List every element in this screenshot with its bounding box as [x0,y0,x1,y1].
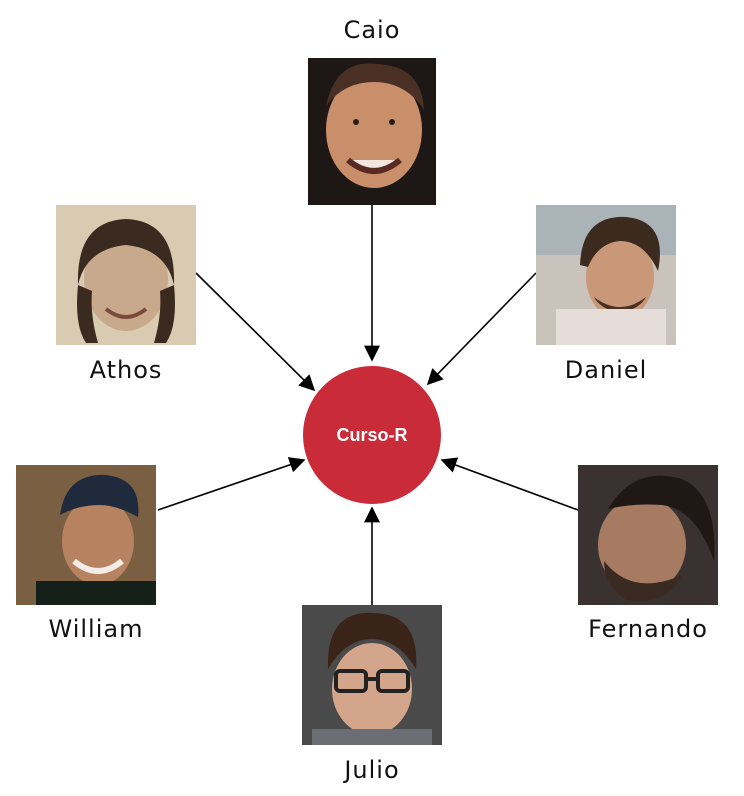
photo-fernando [578,465,718,605]
photo-daniel [536,205,676,345]
arrow-fernando-to-hub [440,457,579,511]
photo-athos [56,205,196,345]
person-name-athos: Athos [89,356,163,384]
hub-label: Curso-R [336,424,408,445]
arrow-daniel-to-hub [426,272,537,386]
portrait-photo-icon [536,205,676,345]
portrait-photo-icon [578,465,718,605]
photo-william [16,465,156,605]
photo-julio [302,605,442,745]
hub-node: Curso-R [303,366,441,504]
person-name-william: William [48,615,144,643]
arrow-william-to-hub [157,457,306,511]
portrait-photo-icon [308,58,436,205]
portrait-photo-icon [302,605,442,745]
portrait-photo-icon [56,205,196,345]
photo-caio [308,58,436,205]
person-name-fernando: Fernando [588,615,708,643]
person-name-daniel: Daniel [564,356,648,384]
portrait-photo-icon [16,465,156,605]
person-name-julio: Julio [344,756,400,784]
arrow-athos-to-hub [195,272,316,392]
person-name-caio: Caio [343,16,401,44]
